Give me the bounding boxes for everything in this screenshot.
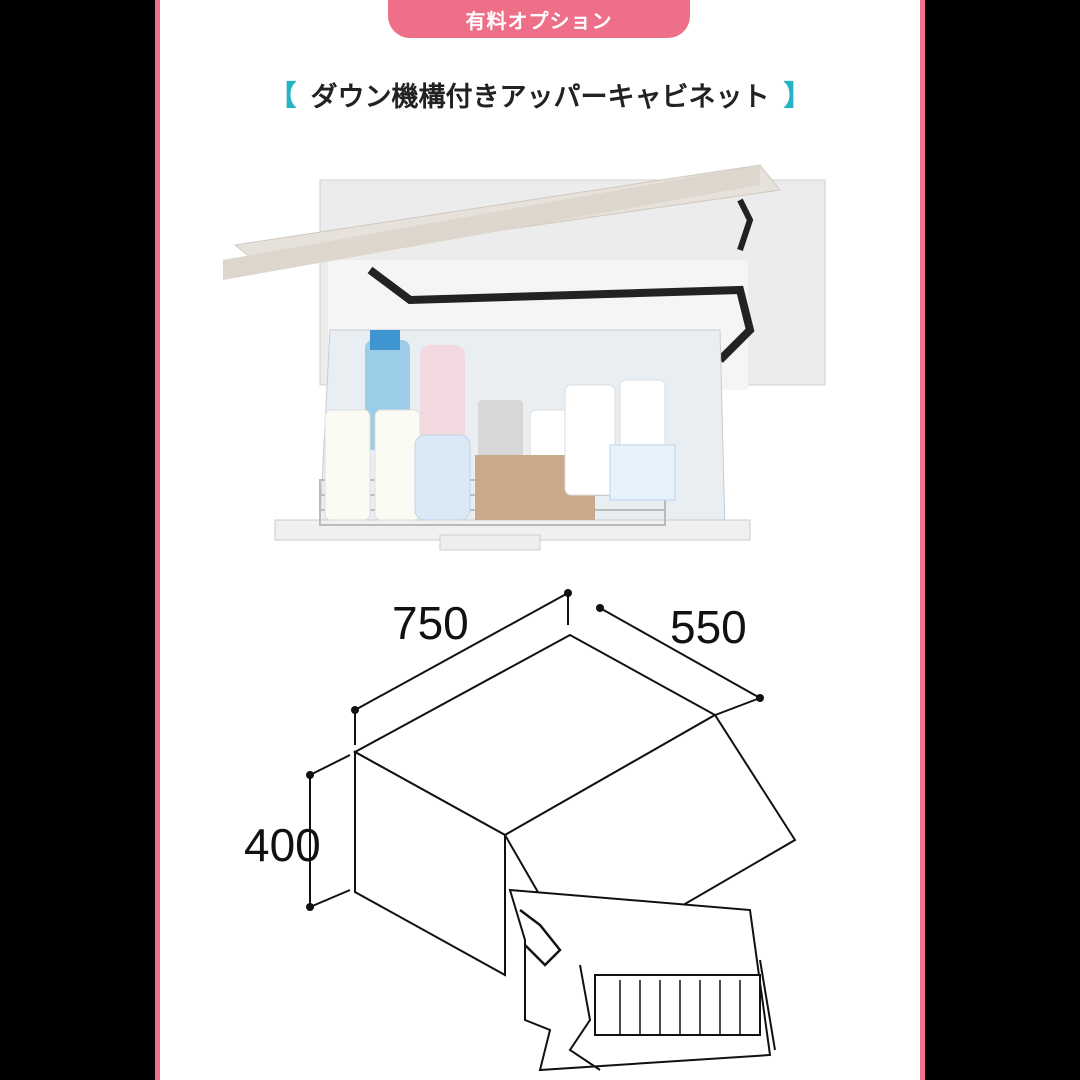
paid-option-badge: 有料オプション — [388, 0, 690, 38]
width-dimension-label: 750 — [392, 597, 469, 649]
cabinet-photo — [223, 164, 826, 551]
product-heading: 【 ダウン機構付きアッパーキャビネット 】 — [160, 74, 920, 114]
heading-title: ダウン機構付きアッパーキャビネット — [310, 81, 770, 113]
open-bracket: 【 — [268, 79, 297, 112]
height-dimension-label: 400 — [244, 819, 321, 871]
close-bracket: 】 — [783, 79, 812, 112]
cabinet-dimension-drawing — [306, 589, 797, 1072]
depth-dimension-label: 550 — [670, 601, 747, 653]
